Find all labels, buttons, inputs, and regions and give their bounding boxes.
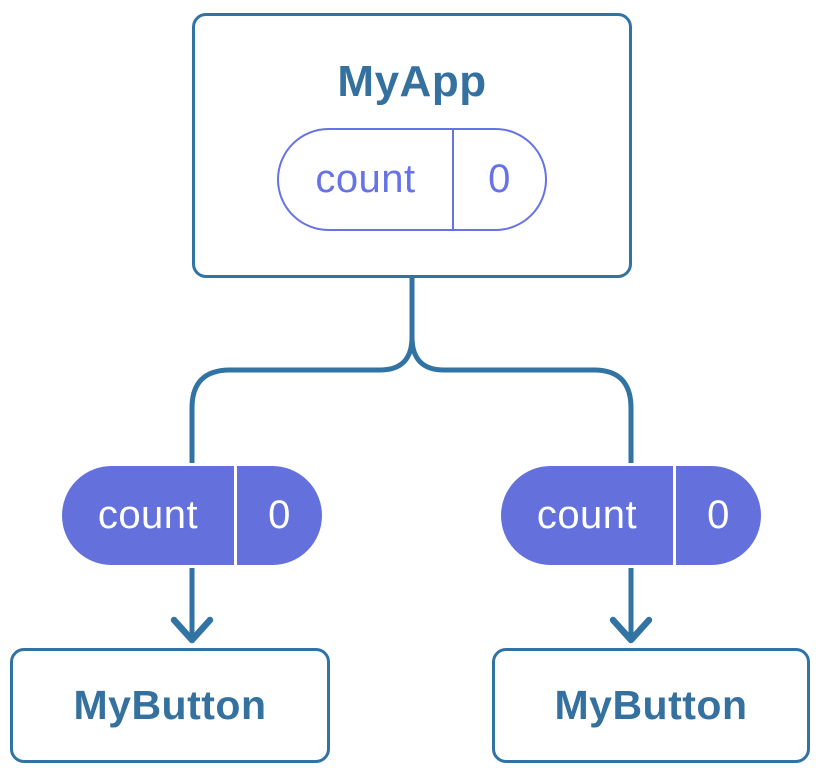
node-title: MyButton [554, 682, 748, 728]
node-title: MyButton [73, 682, 267, 728]
prop-pill-parent: count 0 [277, 128, 547, 231]
prop-name: count [501, 466, 676, 565]
prop-value: 0 [488, 157, 511, 201]
branch-left-line [189, 334, 415, 643]
prop-name: count [62, 466, 237, 565]
arrow-down-icon [170, 616, 214, 644]
prop-name: count [279, 130, 454, 229]
node-title: MyApp [337, 57, 487, 106]
prop-pill-right: count 0 [498, 463, 764, 568]
node-mybutton-right: MyButton [492, 648, 810, 763]
prop-pill-left: count 0 [59, 463, 325, 568]
node-myapp: MyApp count 0 [192, 13, 632, 278]
prop-value: 0 [268, 493, 291, 537]
arrow-down-icon [609, 616, 653, 644]
branch-right-line [409, 334, 634, 643]
node-mybutton-left: MyButton [10, 648, 330, 763]
prop-value: 0 [707, 493, 730, 537]
